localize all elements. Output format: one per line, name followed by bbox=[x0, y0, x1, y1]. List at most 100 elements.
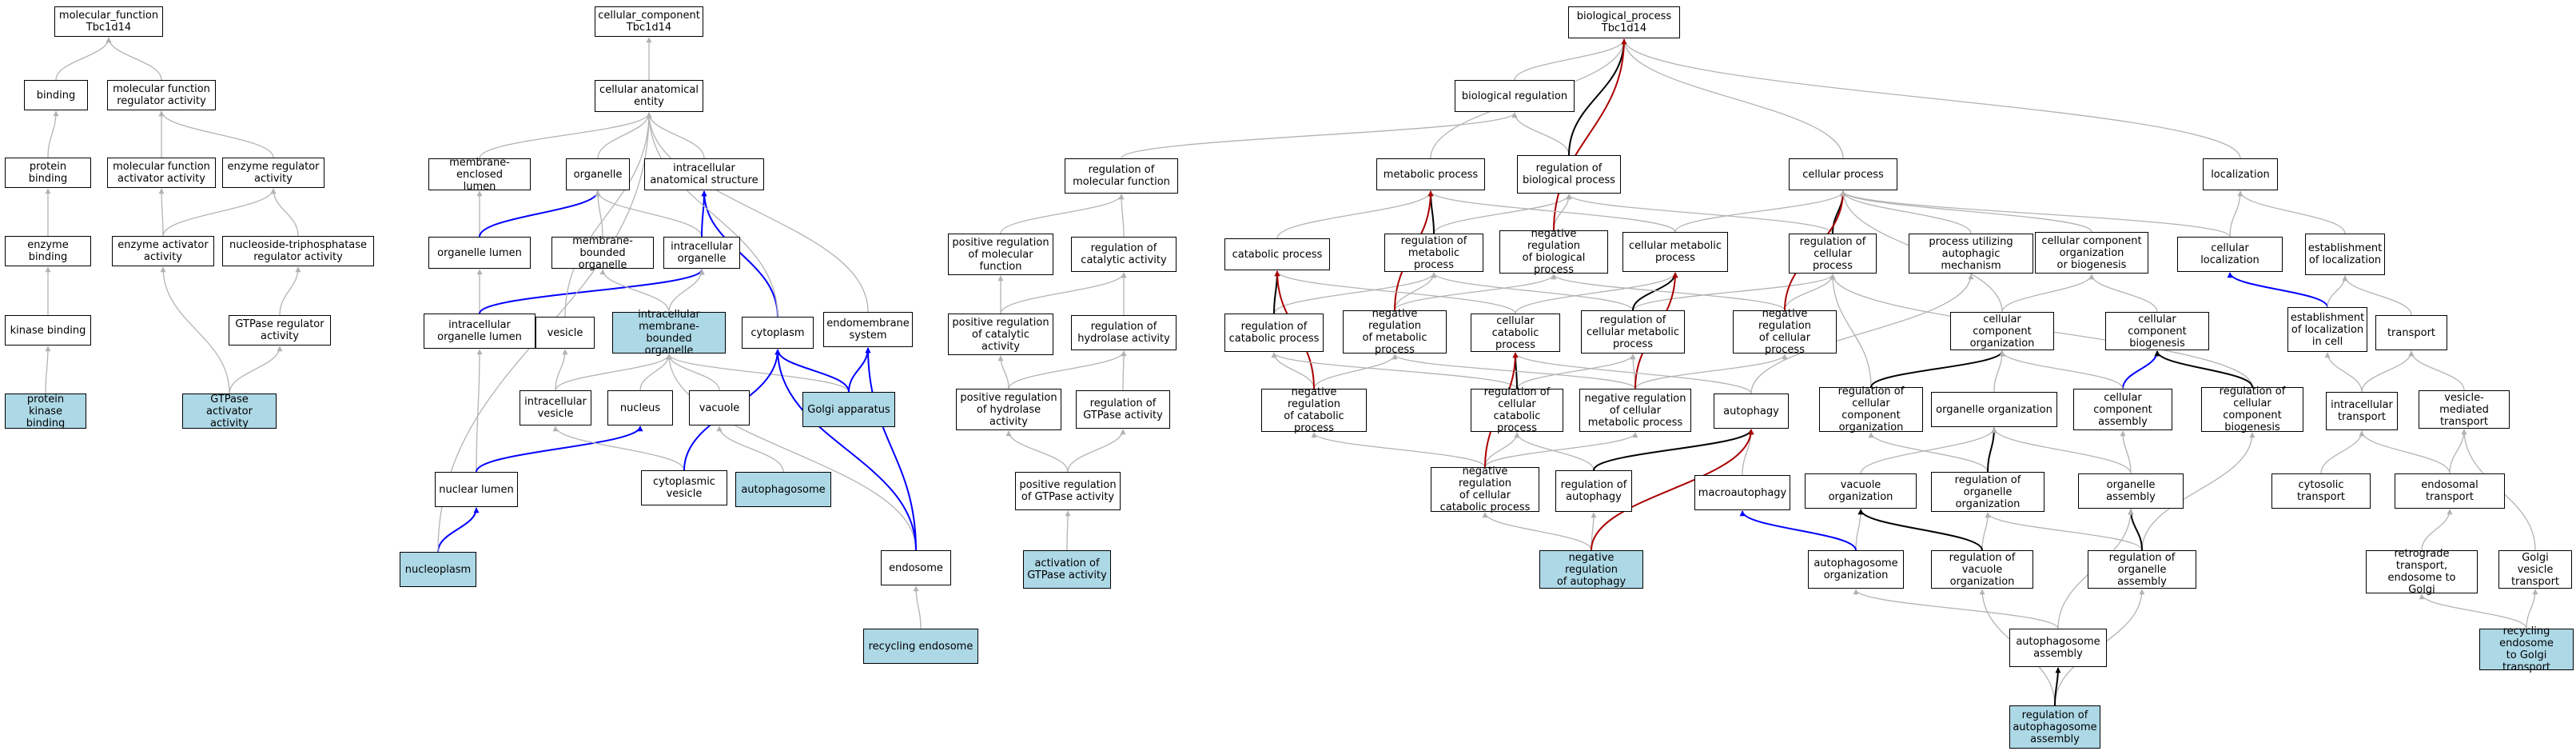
node-cco[interactable]: cellular component organization bbox=[1950, 312, 2054, 350]
node-nrcatp[interactable]: negative regulation of catabolic process bbox=[1261, 386, 1367, 434]
node-org[interactable]: organelle bbox=[566, 158, 630, 190]
node-nucleoplasm[interactable]: nucleoplasm bbox=[400, 552, 476, 587]
node-raa[interactable]: regulation of autophagosome assembly bbox=[2009, 705, 2100, 749]
node-mf[interactable]: molecular_function Tbc1d14 bbox=[54, 6, 163, 37]
node-mfaa[interactable]: molecular function activator activity bbox=[107, 158, 216, 188]
node-cp[interactable]: cellular process bbox=[1789, 158, 1897, 190]
node-nrcmp[interactable]: negative regulation of cellular metaboli… bbox=[1579, 389, 1691, 432]
node-iv[interactable]: intracellular vesicle bbox=[520, 390, 591, 425]
node-autophagosome[interactable]: autophagosome bbox=[735, 472, 831, 507]
node-rteg[interactable]: retrograde transport, endosome to Golgi bbox=[2366, 548, 2478, 596]
node-eloc[interactable]: establishment of localization bbox=[2305, 234, 2385, 275]
node-rcmp[interactable]: regulation of cellular metabolic process bbox=[1581, 310, 1685, 354]
node-roa[interactable]: regulation of organelle assembly bbox=[2088, 550, 2196, 589]
node-binding[interactable]: binding bbox=[24, 80, 88, 110]
node-cca[interactable]: cellular component assembly bbox=[2073, 389, 2172, 430]
node-cc[interactable]: cellular_component Tbc1d14 bbox=[595, 6, 703, 37]
node-prmf[interactable]: positive regulation of molecular functio… bbox=[948, 234, 1053, 275]
node-breg[interactable]: biological regulation bbox=[1455, 80, 1575, 112]
node-eaa[interactable]: enzyme activator activity bbox=[112, 236, 214, 266]
edge-is-a-gtpra-to-ntra bbox=[279, 266, 301, 316]
node-transport[interactable]: transport bbox=[2375, 315, 2447, 350]
node-ccob[interactable]: cellular component organization or bioge… bbox=[2035, 232, 2148, 274]
node-regtg[interactable]: recycling endosome to Golgi transport bbox=[2479, 625, 2574, 673]
node-gvt[interactable]: Golgi vesicle transport bbox=[2498, 550, 2572, 589]
node-et[interactable]: endosomal transport bbox=[2395, 473, 2505, 509]
node-rmp[interactable]: regulation of metabolic process bbox=[1384, 234, 1483, 272]
node-raut[interactable]: regulation of autophagy bbox=[1555, 470, 1632, 512]
node-endosome[interactable]: endosome bbox=[881, 550, 951, 585]
node-nrcp[interactable]: negative regulation of cellular process bbox=[1733, 308, 1837, 356]
node-nraut[interactable]: negative regulation of autophagy bbox=[1539, 550, 1643, 589]
node-puam[interactable]: process utilizing autophagic mechanism bbox=[1909, 234, 2033, 274]
node-mbo[interactable]: membrane-bounded organelle bbox=[551, 235, 654, 271]
node-bp[interactable]: biological_process Tbc1d14 bbox=[1568, 6, 1680, 38]
node-iol[interactable]: intracellular organelle lumen bbox=[424, 314, 536, 349]
node-nl[interactable]: nuclear lumen bbox=[435, 472, 518, 507]
node-pkb[interactable]: protein kinase binding bbox=[5, 393, 86, 429]
node-mp[interactable]: metabolic process bbox=[1376, 158, 1485, 190]
node-it[interactable]: intracellular transport bbox=[2326, 392, 2398, 430]
node-pb[interactable]: protein binding bbox=[5, 158, 91, 188]
node-cyto[interactable]: cytoplasm bbox=[742, 317, 814, 349]
node-aa[interactable]: autophagosome assembly bbox=[2009, 629, 2107, 667]
node-imbo[interactable]: intracellular membrane-bounded organelle bbox=[612, 309, 726, 357]
node-vo[interactable]: vacuole organization bbox=[1805, 473, 1917, 509]
node-oa[interactable]: organelle assembly bbox=[2078, 473, 2184, 509]
edge-is-a-et-to-it bbox=[2359, 430, 2451, 474]
node-rcp[interactable]: regulation of cellular process bbox=[1789, 234, 1877, 274]
node-rbp[interactable]: regulation of biological process bbox=[1517, 155, 1621, 194]
node-prca[interactable]: positive regulation of catalytic activit… bbox=[948, 314, 1053, 355]
node-ias[interactable]: intracellular anatomical structure bbox=[644, 158, 764, 190]
node-rccb[interactable]: regulation of cellular component biogene… bbox=[2201, 385, 2303, 433]
node-agtpa[interactable]: activation of GTPase activity bbox=[1023, 550, 1111, 589]
node-gtpra[interactable]: GTPase regulator activity bbox=[229, 315, 331, 346]
node-ccatp[interactable]: cellular catabolic process bbox=[1471, 314, 1560, 352]
node-oo[interactable]: organelle organization bbox=[1931, 392, 2057, 427]
node-rvo[interactable]: regulation of vacuole organization bbox=[1931, 550, 2033, 589]
node-eb[interactable]: enzyme binding bbox=[5, 236, 91, 266]
node-cmp[interactable]: cellular metabolic process bbox=[1622, 232, 1728, 272]
node-rccatp[interactable]: regulation of cellular catabolic process bbox=[1471, 386, 1563, 434]
node-mfra[interactable]: molecular function regulator activity bbox=[107, 80, 216, 110]
edge-is-a-oa-to-cca bbox=[2120, 430, 2132, 474]
node-vesicle[interactable]: vesicle bbox=[536, 317, 595, 349]
node-prha[interactable]: positive regulation of hydrolase activit… bbox=[956, 389, 1061, 430]
node-rca[interactable]: regulation of catalytic activity bbox=[1071, 237, 1177, 272]
node-macro[interactable]: macroautophagy bbox=[1694, 475, 1790, 510]
node-vac[interactable]: vacuole bbox=[689, 390, 750, 425]
node-catp[interactable]: catabolic process bbox=[1224, 238, 1330, 270]
node-rgtpa[interactable]: regulation of GTPase activity bbox=[1076, 390, 1170, 429]
node-nrbp[interactable]: negative regulation of biological proces… bbox=[1499, 228, 1608, 276]
node-mel[interactable]: membrane-enclosed lumen bbox=[428, 157, 531, 193]
node-loc[interactable]: localization bbox=[2203, 158, 2278, 190]
node-ao[interactable]: autophagosome organization bbox=[1808, 550, 1904, 589]
node-golgi[interactable]: Golgi apparatus bbox=[802, 392, 895, 427]
node-rmf[interactable]: regulation of molecular function bbox=[1065, 158, 1178, 194]
node-cloc[interactable]: cellular localization bbox=[2177, 237, 2283, 272]
node-gtpaa[interactable]: GTPase activator activity bbox=[182, 393, 277, 429]
node-ems[interactable]: endomembrane system bbox=[823, 312, 913, 347]
node-nrmp[interactable]: negative regulation of metabolic process bbox=[1343, 308, 1447, 356]
node-vmt[interactable]: vesicle-mediated transport bbox=[2419, 390, 2510, 429]
node-elc[interactable]: establishment of localization in cell bbox=[2287, 307, 2367, 352]
edge-negatively-regulates-nraut-to-autophagy bbox=[1591, 429, 1754, 551]
node-prgtpa[interactable]: positive regulation of GTPase activity bbox=[1015, 472, 1121, 510]
node-rcatp[interactable]: regulation of catabolic process bbox=[1224, 314, 1324, 352]
node-nrccatp[interactable]: negative regulation of cellular cataboli… bbox=[1431, 465, 1539, 513]
node-io[interactable]: intracellular organelle bbox=[663, 237, 740, 269]
node-rcco[interactable]: regulation of cellular component organiz… bbox=[1819, 385, 1923, 433]
node-era[interactable]: enzyme regulator activity bbox=[222, 158, 324, 188]
node-kb[interactable]: kinase binding bbox=[5, 315, 91, 346]
node-nuc[interactable]: nucleus bbox=[607, 390, 673, 425]
node-autophagy[interactable]: autophagy bbox=[1714, 393, 1789, 429]
node-rha[interactable]: regulation of hydrolase activity bbox=[1071, 315, 1177, 350]
node-cv[interactable]: cytoplasmic vesicle bbox=[641, 470, 727, 505]
node-ntra[interactable]: nucleoside-triphosphatase regulator acti… bbox=[222, 236, 374, 266]
node-ol[interactable]: organelle lumen bbox=[428, 237, 531, 269]
node-cae[interactable]: cellular anatomical entity bbox=[595, 80, 703, 112]
node-roo[interactable]: regulation of organelle organization bbox=[1931, 472, 2044, 512]
node-ccb[interactable]: cellular component biogenesis bbox=[2105, 312, 2209, 350]
node-ct[interactable]: cytosolic transport bbox=[2271, 473, 2371, 509]
node-re[interactable]: recycling endosome bbox=[863, 629, 978, 664]
